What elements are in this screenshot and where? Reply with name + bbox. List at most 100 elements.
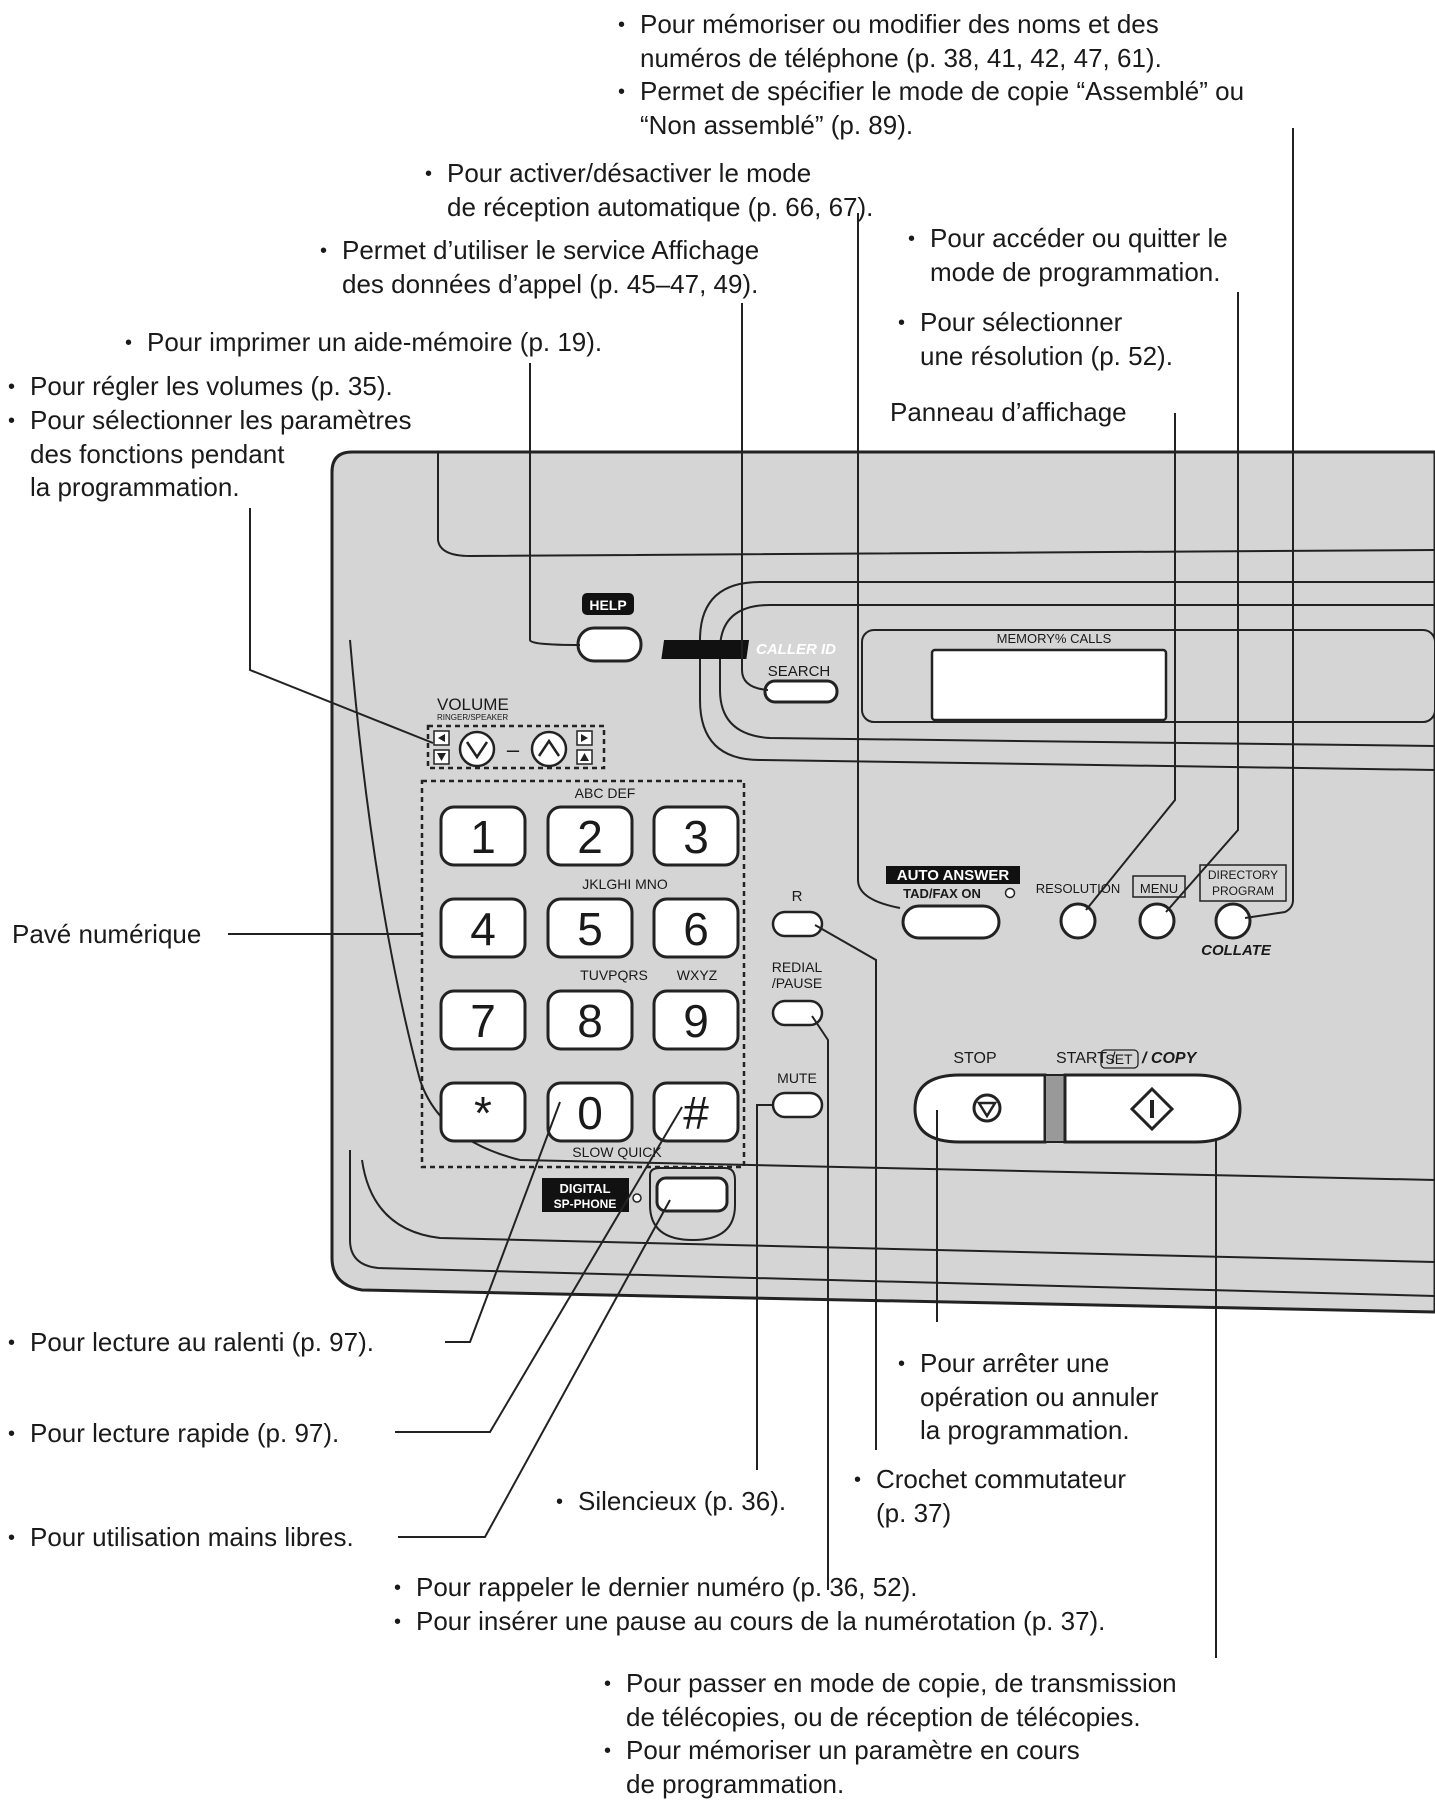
set-label-box (1100, 1049, 1139, 1069)
stop-label: STOP (953, 1050, 996, 1067)
key-label: 7 (470, 995, 496, 1047)
auto-answer-button[interactable] (901, 904, 1001, 940)
help-label-bg (582, 593, 634, 615)
key-8-button[interactable] (546, 989, 634, 1051)
callout-volume-line-2: Pour sélectionner les paramètres (8, 404, 412, 438)
key-label: 9 (683, 995, 709, 1047)
key-7-button[interactable] (439, 989, 527, 1051)
menu-button[interactable] (1138, 902, 1176, 940)
leader-mute (756, 1104, 774, 1470)
key-0-button[interactable] (546, 1081, 634, 1143)
directory-label-box (1199, 864, 1287, 902)
mute-button[interactable] (771, 1091, 824, 1119)
display-status-label: MEMORY% CALLS (997, 631, 1112, 646)
key-4-button[interactable] (439, 897, 527, 959)
callout-auto-answer-line-2: de réception automatique (p. 66, 67). (447, 192, 874, 222)
callout-quick: Pour lecture rapide (p. 97). (8, 1417, 339, 1451)
key-1-button[interactable] (439, 805, 527, 867)
display-bezel-inner (719, 604, 1435, 747)
callout-mute-line-1: Silencieux (p. 36). (556, 1485, 786, 1519)
key-3-button[interactable] (652, 805, 740, 867)
program-label: PROGRAM (1212, 884, 1274, 898)
directory-program-button[interactable] (1214, 902, 1252, 940)
key-5-button[interactable] (546, 897, 634, 959)
leader-menu (1165, 292, 1239, 913)
digital-label: DIGITAL (559, 1181, 610, 1196)
callout-display: Panneau d’affichage (890, 397, 1127, 427)
copy-label: / COPY (1141, 1050, 1198, 1067)
stop-icon (972, 1093, 1002, 1123)
key-label: 6 (683, 903, 709, 955)
leader-volume (249, 508, 434, 744)
volume-left-arrow-glyph (438, 734, 445, 742)
collate-label: COLLATE (1201, 942, 1272, 959)
stop-button[interactable] (913, 1073, 1047, 1144)
callout-volume: Pour régler les volumes (p. 35). Pour sé… (8, 370, 412, 504)
callout-slow: Pour lecture au ralenti (p. 97). (8, 1326, 374, 1360)
callout-slow-line-1: Pour lecture au ralenti (p. 97). (8, 1326, 374, 1360)
sp-phone-button[interactable] (655, 1176, 729, 1213)
key-label: 4 (470, 903, 496, 955)
keys-letters-low2: WXYZ (677, 967, 718, 983)
volume-right-arrow-glyph (581, 734, 588, 742)
callout-quick-line-1: Pour lecture rapide (p. 97). (8, 1417, 339, 1451)
caller-id-search-button[interactable] (763, 679, 839, 704)
callout-directory-line-3: Permet de spécifier le mode de copie “As… (618, 75, 1244, 109)
callout-start-line-4: de programmation. (626, 1769, 845, 1799)
callout-stop-line-3: la programmation. (920, 1415, 1130, 1445)
volume-label: VOLUME (437, 695, 509, 714)
callout-volume-line-1: Pour régler les volumes (p. 35). (8, 370, 412, 404)
ringer-speaker-label: RINGER/SPEAKER (437, 713, 508, 722)
keys-letters-mid: JKLGHI MNO (582, 876, 668, 892)
callout-volume-line-3: des fonctions pendant (30, 439, 285, 469)
display-bezel-outer (699, 581, 1435, 771)
panel-lower-curve-2 (361, 1159, 1435, 1263)
volume-down-arrow-glyph (437, 753, 446, 761)
stop-icon-triangle (976, 1101, 998, 1119)
volume-up-button[interactable] (530, 730, 568, 768)
pause-label: /PAUSE (772, 975, 822, 991)
callout-help: Pour imprimer un aide-mémoire (p. 19). (125, 326, 602, 360)
key-2-button[interactable] (546, 805, 634, 867)
redial-pause-button[interactable] (771, 999, 824, 1027)
volume-dash: – (507, 737, 520, 762)
auto-answer-label-bg (886, 866, 1020, 884)
chevron-up-icon (537, 738, 561, 757)
leader-caller-id (741, 303, 769, 691)
redial-label: REDIAL (772, 959, 823, 975)
sp-phone-label: SP-PHONE (554, 1197, 617, 1211)
callout-caller-id: Permet d’utiliser le service Affichage d… (320, 234, 759, 301)
key-hash-button[interactable] (652, 1081, 740, 1143)
leader-auto-answer (857, 213, 901, 909)
keys-letters-low1: TUVPQRS (580, 967, 648, 983)
keys-letters-bottom: SLOW QUICK (572, 1144, 662, 1160)
resolution-label: RESOLUTION (1036, 881, 1121, 896)
volume-down-button[interactable] (458, 730, 496, 768)
callout-resolution-line-2: une résolution (p. 52). (920, 341, 1173, 371)
callout-caller-id-line-2: des données d’appel (p. 45–47, 49). (342, 269, 759, 299)
callout-caller-id-line-1: Permet d’utiliser le service Affichage (320, 234, 759, 268)
callout-help-line-1: Pour imprimer un aide-mémoire (p. 19). (125, 326, 602, 360)
key-label: 8 (577, 995, 603, 1047)
callout-mute: Silencieux (p. 36). (556, 1485, 786, 1519)
callout-menu-line-2: mode de programmation. (930, 257, 1221, 287)
callout-start-line-2: de télécopies, ou de réception de téléco… (626, 1702, 1141, 1732)
set-label: SET (1105, 1051, 1133, 1067)
caller-id-label-bg (661, 640, 750, 659)
callout-flash-line-1: Crochet commutateur (854, 1463, 1126, 1497)
callout-handsfree-line-1: Pour utilisation mains libres. (8, 1521, 354, 1555)
callout-directory-line-4: “Non assemblé” (p. 89). (640, 110, 914, 140)
search-label: SEARCH (768, 663, 831, 680)
leader-handsfree (398, 1199, 671, 1538)
key-6-button[interactable] (652, 897, 740, 959)
resolution-button[interactable] (1059, 902, 1097, 940)
callout-handsfree: Pour utilisation mains libres. (8, 1521, 354, 1555)
callout-flash: Crochet commutateur (p. 37) (854, 1463, 1126, 1530)
callout-resolution: Pour sélectionner une résolution (p. 52)… (898, 306, 1173, 373)
panel-top-curve (437, 452, 1435, 558)
r-flash-button[interactable] (771, 910, 824, 938)
callout-start-line-3: Pour mémoriser un paramètre en cours (604, 1734, 1177, 1768)
help-button[interactable] (576, 626, 643, 663)
key-9-button[interactable] (652, 989, 740, 1051)
key-star-button[interactable] (439, 1081, 527, 1143)
